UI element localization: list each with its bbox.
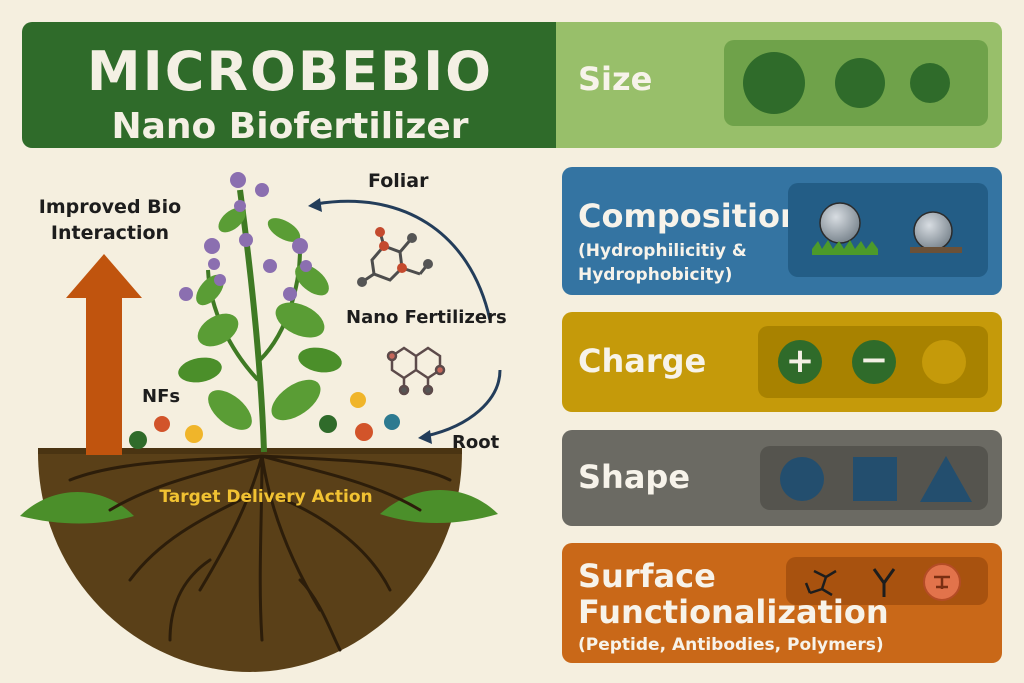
negative-charge-icon: − xyxy=(852,340,896,384)
size-particles-icon xyxy=(743,52,950,114)
surface-label-line2: Functionalization xyxy=(578,593,889,631)
composition-inset xyxy=(788,183,988,277)
positive-charge-icon: + xyxy=(778,340,822,384)
nfs-label: NFs xyxy=(142,386,181,407)
target-delivery-label: Target Delivery Action xyxy=(159,487,373,507)
soil-bowl xyxy=(38,452,462,672)
composition-detail-line2: Hydrophobicity) xyxy=(578,265,733,285)
roots-icon xyxy=(68,454,452,652)
improved-bio-arrow-icon xyxy=(66,254,142,455)
peptide-icon xyxy=(804,569,837,597)
surface-panel: Surface Functionalization (Peptide, Anti… xyxy=(562,543,1002,663)
size-inset xyxy=(724,40,988,126)
left-soil-leaf xyxy=(20,491,134,524)
charge-label: Charge xyxy=(578,342,707,380)
plant-icon xyxy=(178,189,342,453)
surface-label-line1: Surface xyxy=(578,557,716,595)
carbon-structure-icon xyxy=(386,346,446,396)
root-label: Root xyxy=(452,432,500,453)
charge-inset: + − xyxy=(758,326,988,398)
composition-panel: Composition (Hydrophilicitiy & Hydrophob… xyxy=(562,167,1002,295)
neutral-charge-icon xyxy=(922,340,966,384)
shape-label: Shape xyxy=(578,458,691,496)
flowers-icon xyxy=(179,172,312,301)
charge-panel: Charge + − xyxy=(562,312,1002,412)
plant-illustration xyxy=(20,172,502,672)
composition-label: Composition xyxy=(578,197,803,235)
foliar-label: Foliar xyxy=(368,170,429,192)
functional-groups-icon xyxy=(804,563,961,601)
right-soil-leaf xyxy=(380,489,498,523)
title-main: MICROBEBIO xyxy=(86,40,494,103)
foliar-arrow-icon xyxy=(315,199,492,321)
composition-detail-line1: (Hydrophilicitiy & xyxy=(578,241,747,261)
size-panel: Size xyxy=(556,22,1002,148)
particle-shapes-icon xyxy=(780,456,972,502)
title-banner: MICROBEBIO Nano Biofertilizer xyxy=(22,22,558,148)
nano-fertilizer-molecule-icon xyxy=(357,227,433,287)
improved-label-line2: Interaction xyxy=(50,222,170,244)
root-arrow-icon xyxy=(425,369,502,438)
nano-fertilizers-label: Nano Fertilizers xyxy=(346,307,507,328)
improved-label-line1: Improved Bio xyxy=(38,196,182,218)
shape-panel: Shape xyxy=(562,430,1002,526)
antibody-icon xyxy=(872,568,896,597)
surface-inset xyxy=(786,557,988,605)
nf-particles-icon xyxy=(129,392,400,449)
size-label: Size xyxy=(578,60,653,98)
shape-inset xyxy=(760,446,988,510)
surface-detail: (Peptide, Antibodies, Polymers) xyxy=(578,635,884,655)
hydrophilic-hydrophobic-icon xyxy=(812,202,962,255)
title-subtitle: Nano Biofertilizer xyxy=(111,106,469,147)
